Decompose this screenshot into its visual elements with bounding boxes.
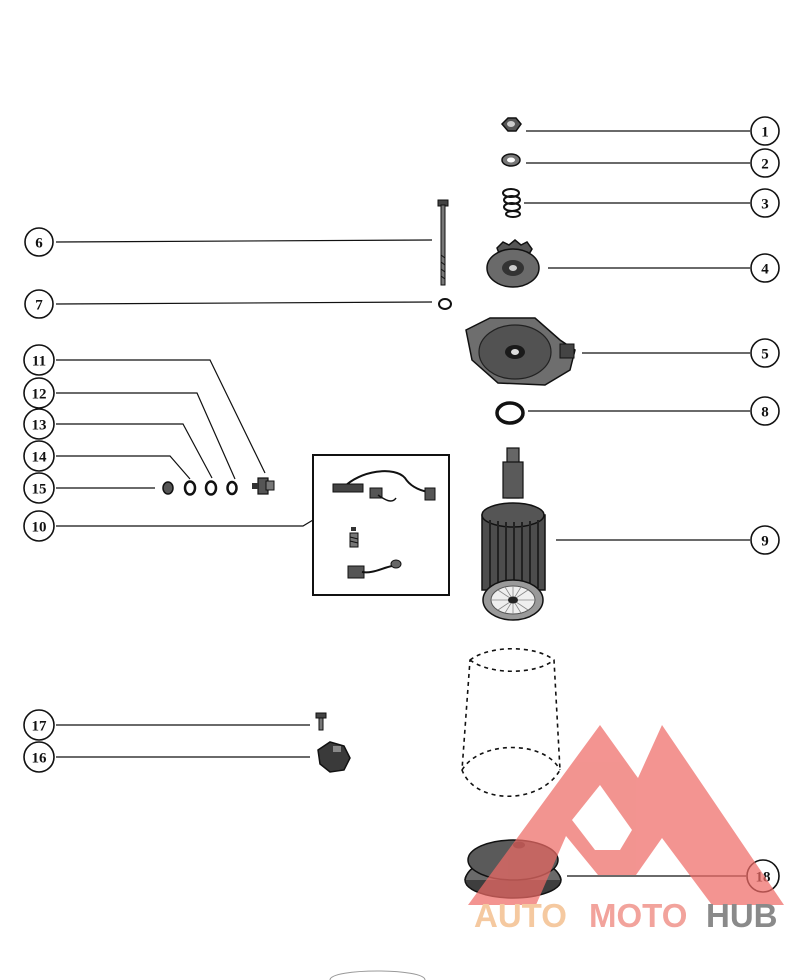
svg-text:1: 1 bbox=[761, 125, 769, 141]
part-4-drive-gear bbox=[486, 239, 540, 288]
svg-text:8: 8 bbox=[761, 405, 769, 421]
callout-1: 1 bbox=[750, 116, 780, 146]
svg-text:17: 17 bbox=[32, 719, 48, 735]
svg-text:6: 6 bbox=[35, 236, 43, 252]
svg-text:9: 9 bbox=[761, 534, 769, 550]
svg-text:AUTO: AUTO bbox=[474, 897, 567, 934]
callout-11: 11 bbox=[23, 344, 55, 376]
part-7-washer bbox=[438, 298, 452, 310]
leader-lines bbox=[55, 130, 750, 877]
callout-4: 4 bbox=[750, 253, 780, 283]
callout-3: 3 bbox=[750, 188, 780, 218]
svg-text:16: 16 bbox=[32, 751, 48, 767]
part-6-through-bolt bbox=[437, 199, 449, 286]
callout-12: 12 bbox=[23, 377, 55, 409]
svg-text:12: 12 bbox=[32, 387, 47, 403]
svg-text:14: 14 bbox=[32, 450, 48, 466]
part-17-screw bbox=[315, 712, 327, 731]
callout-6: 6 bbox=[24, 227, 54, 257]
svg-text:MOTO: MOTO bbox=[589, 897, 687, 934]
part-10-brush-kit bbox=[312, 454, 450, 596]
callout-16: 16 bbox=[23, 741, 55, 773]
callout-17: 17 bbox=[23, 709, 55, 741]
page-edge-mark bbox=[329, 970, 426, 980]
svg-text:5: 5 bbox=[761, 347, 769, 363]
svg-text:11: 11 bbox=[32, 354, 46, 370]
callout-2: 2 bbox=[750, 148, 780, 178]
part-1-nut bbox=[500, 117, 522, 132]
part-9-armature bbox=[481, 447, 546, 621]
part-2-washer bbox=[501, 153, 521, 167]
callout-5: 5 bbox=[750, 338, 780, 368]
svg-text:2: 2 bbox=[761, 157, 769, 173]
callout-15: 15 bbox=[23, 472, 55, 504]
part-15-nut bbox=[162, 481, 174, 495]
svg-text:7: 7 bbox=[35, 298, 43, 314]
callout-13: 13 bbox=[23, 408, 55, 440]
callout-8: 8 bbox=[750, 396, 780, 426]
part-5-end-frame bbox=[465, 317, 576, 386]
part-11-terminal bbox=[252, 477, 275, 495]
callout-7: 7 bbox=[24, 289, 54, 319]
part-14-washer bbox=[183, 480, 197, 496]
watermark-logo-icon bbox=[468, 725, 784, 905]
svg-text:15: 15 bbox=[32, 482, 47, 498]
part-3-spring bbox=[502, 188, 521, 218]
svg-text:HUB: HUB bbox=[706, 897, 778, 934]
callout-9: 9 bbox=[750, 525, 780, 555]
svg-text:13: 13 bbox=[32, 418, 47, 434]
part-8-ring bbox=[495, 401, 525, 425]
callout-14: 14 bbox=[23, 440, 55, 472]
part-16-brush-holder bbox=[317, 741, 351, 773]
svg-text:10: 10 bbox=[32, 520, 47, 536]
callout-10: 10 bbox=[23, 510, 55, 542]
watermark-text: AUTO MOTO HUB bbox=[474, 897, 778, 934]
svg-text:3: 3 bbox=[761, 197, 769, 213]
frame-housing-phantom bbox=[461, 647, 561, 798]
part-13-washer bbox=[204, 480, 218, 496]
svg-text:4: 4 bbox=[761, 262, 769, 278]
part-12-washer bbox=[226, 480, 238, 496]
